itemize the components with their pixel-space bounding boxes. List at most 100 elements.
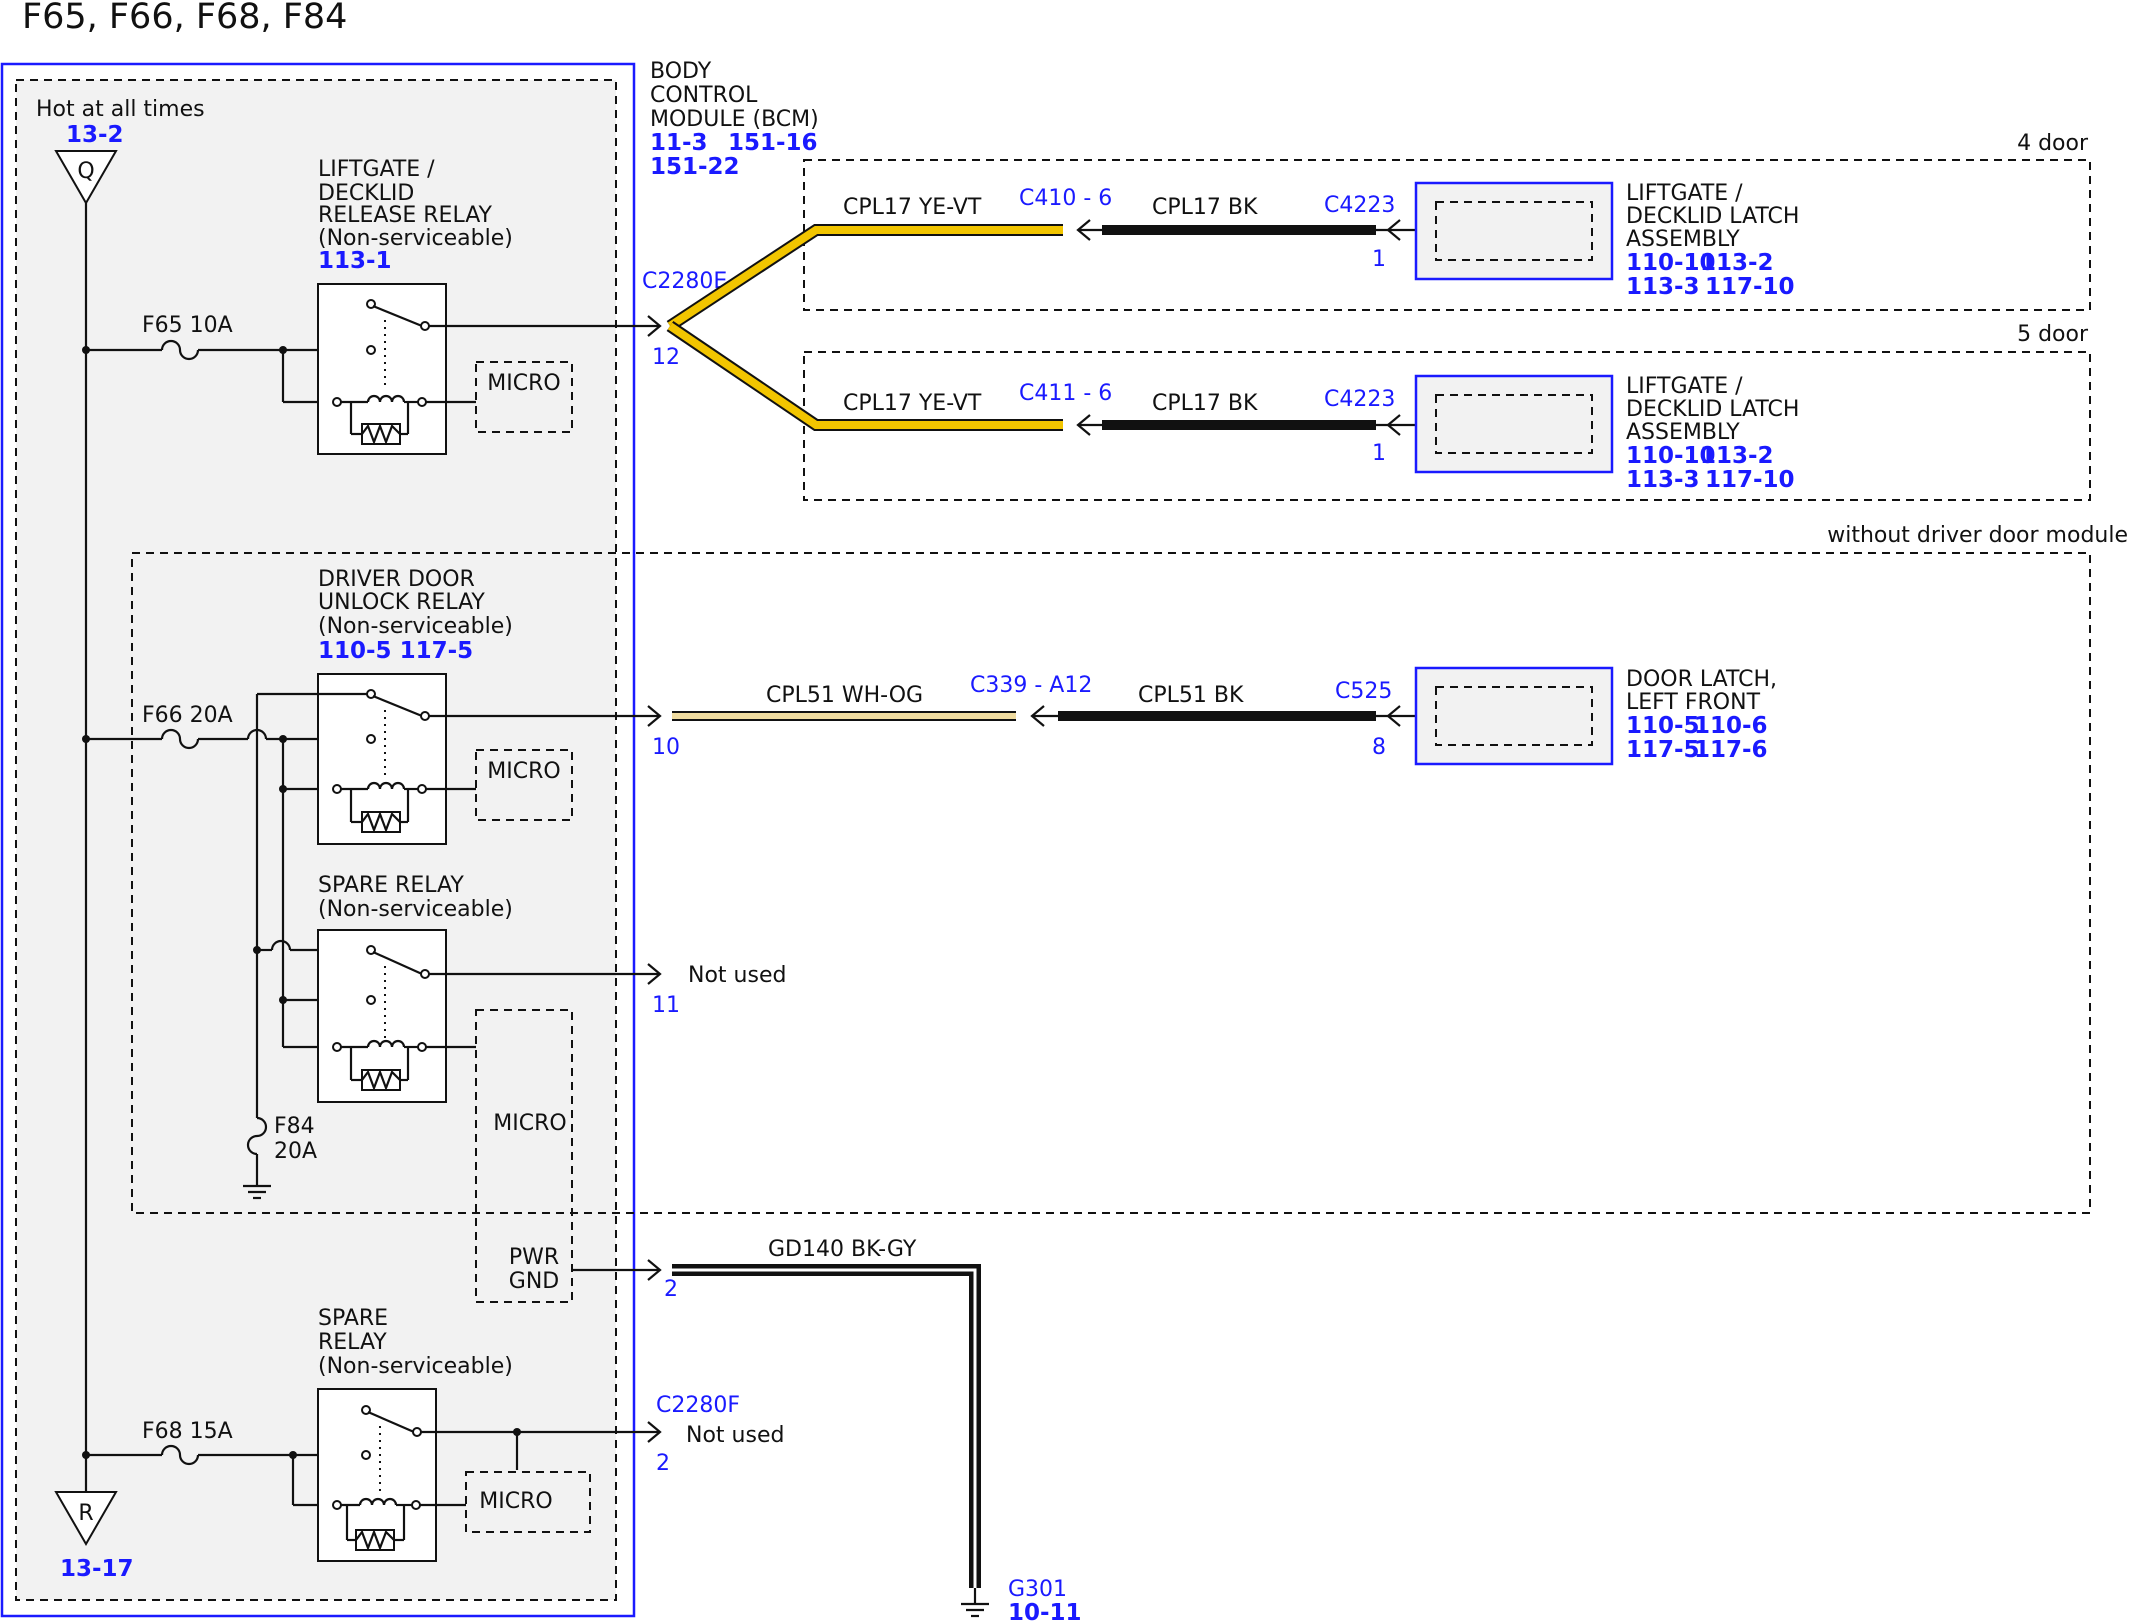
five-door-region: [803, 351, 2091, 501]
bcm-name-line-1: BODY: [650, 59, 712, 84]
f84-ground-icon: [243, 1184, 271, 1200]
latch2-line-1: LIFTGATE /: [1626, 374, 1743, 399]
row1-conn-end: C4223: [1324, 193, 1395, 218]
hot-at-all-times-label: Hot at all times: [36, 97, 205, 122]
hot-ref-13-2[interactable]: 13-2: [66, 122, 124, 148]
spare1-relay-line-1: SPARE RELAY: [318, 873, 464, 898]
micro-label-1: MICRO: [487, 371, 560, 396]
door-latch-ref-110-6[interactable]: 110-6: [1694, 713, 1768, 739]
c2280f-pin-2-connector: [647, 1421, 662, 1443]
bcm-ref-11-3[interactable]: 11-3: [650, 130, 708, 156]
g301-ground-icon: [961, 1602, 989, 1618]
latch1-ref-113-2[interactable]: 113-2: [1700, 250, 1774, 276]
door-latch-line-2: LEFT FRONT: [1626, 690, 1761, 715]
fuse-f84-symbol: [246, 1116, 268, 1156]
liftgate-relay-line-3: RELEASE RELAY: [318, 203, 493, 228]
liftgate-relay-line-2: DECKLID: [318, 181, 414, 206]
spare2-relay-line-3: (Non-serviceable): [318, 1354, 513, 1379]
row3-wire2-label: CPL51 BK: [1138, 683, 1244, 708]
c2280e-pin-11: 11: [652, 993, 680, 1018]
row3-conn-end: C525: [1335, 679, 1392, 704]
row2-wire2-label: CPL17 BK: [1152, 391, 1258, 416]
latch2-ref-113-2[interactable]: 113-2: [1700, 443, 1774, 469]
driver-relay-line-2: UNLOCK RELAY: [318, 590, 485, 615]
not-used-1: Not used: [688, 963, 786, 988]
spare1-relay-line-2: (Non-serviceable): [318, 897, 513, 922]
micro-label-4: MICRO: [479, 1489, 552, 1514]
fuse-f65-label: F65 10A: [142, 313, 233, 338]
micro-box-1: [475, 361, 573, 433]
c2280e-pin-12-connector: [647, 315, 662, 337]
row1-pin-end: 1: [1372, 247, 1386, 272]
latch2-line-2: DECKLID LATCH: [1626, 397, 1799, 422]
five-door-label: 5 door: [2017, 322, 2089, 347]
spare-relay-2-symbol: [317, 1388, 437, 1562]
spare2-relay-line-1: SPARE: [318, 1306, 388, 1331]
fuse-f68-label: F68 15A: [142, 1419, 233, 1444]
fuse-f84-rating: 20A: [274, 1139, 317, 1164]
door-latch-ref-117-6[interactable]: 117-6: [1694, 737, 1768, 763]
bcm-ref-151-22[interactable]: 151-22: [650, 154, 740, 180]
c2280e-pin-10: 10: [652, 735, 680, 760]
door-latch-box: [1414, 666, 1614, 766]
pwr-gnd-line-1: PWR: [509, 1245, 559, 1270]
c2280e-pin-11-connector: [647, 963, 662, 985]
latch1-line-1: LIFTGATE /: [1626, 181, 1743, 206]
micro-box-3: [475, 1009, 573, 1303]
power-source-q-letter: Q: [77, 159, 94, 184]
latch-assembly-1-box: [1414, 181, 1614, 281]
latch2-ref-110-10[interactable]: 110-10: [1626, 443, 1716, 469]
door-latch-line-1: DOOR LATCH,: [1626, 667, 1777, 692]
latch1-line-3: ASSEMBLY: [1626, 227, 1740, 252]
latch1-ref-117-10[interactable]: 117-10: [1705, 274, 1795, 300]
ground-ref-10-11[interactable]: 10-11: [1008, 1600, 1082, 1623]
spare2-relay-line-2: RELAY: [318, 1330, 387, 1355]
door-latch-ref-117-5[interactable]: 117-5: [1626, 737, 1700, 763]
c2280e-pin-2-connector: [647, 1259, 662, 1281]
fuse-f68-symbol: [160, 1444, 200, 1466]
micro-box-4: [465, 1471, 591, 1533]
wire-cpl17-ye-vt-split: [666, 224, 1063, 431]
fuse-f65-symbol: [160, 339, 200, 361]
bcm-name-line-3: MODULE (BCM): [650, 107, 819, 132]
bottom-ref-13-17[interactable]: 13-17: [60, 1556, 134, 1582]
liftgate-relay-line-4: (Non-serviceable): [318, 226, 513, 251]
wire-gd140-bk-gy: [672, 1264, 981, 1588]
driver-relay-line-3: (Non-serviceable): [318, 614, 513, 639]
row1-conn-mid: C410 - 6: [1019, 186, 1112, 211]
latch-assembly-2-box: [1414, 374, 1614, 474]
driver-relay-ref[interactable]: 110-5 117-5: [318, 638, 473, 664]
fuse-f66-label: F66 20A: [142, 703, 233, 728]
c2280e-pin-10-connector: [647, 705, 662, 727]
fuse-f66-symbol: [160, 728, 200, 750]
latch2-ref-117-10[interactable]: 117-10: [1705, 467, 1795, 493]
fuse-panel-region: [15, 79, 617, 1601]
liftgate-relay-line-1: LIFTGATE /: [318, 157, 435, 182]
latch2-ref-113-3[interactable]: 113-3: [1626, 467, 1700, 493]
latch1-line-2: DECKLID LATCH: [1626, 204, 1799, 229]
row2-conn-end: C4223: [1324, 387, 1395, 412]
latch1-ref-110-10[interactable]: 110-10: [1626, 250, 1716, 276]
without-ddm-label: without driver door module: [1827, 523, 2128, 548]
bcm-ref-151-16[interactable]: 151-16: [728, 130, 818, 156]
pwr-gnd-line-2: GND: [509, 1269, 559, 1294]
driver-door-relay-symbol: [317, 673, 447, 845]
row3-pin-end: 8: [1372, 735, 1386, 760]
four-door-region: [803, 159, 2091, 311]
row2-conn-mid: C411 - 6: [1019, 381, 1112, 406]
bcm-name-line-2: CONTROL: [650, 83, 758, 108]
power-source-q-symbol: [54, 150, 118, 206]
door-latch-ref-110-5[interactable]: 110-5: [1626, 713, 1700, 739]
micro-box-2: [475, 749, 573, 821]
row1-wire2-label: CPL17 BK: [1152, 195, 1258, 220]
row2-wire1-label: CPL17 YE-VT: [843, 391, 982, 416]
diagram-title: F65, F66, F68, F84: [22, 0, 347, 37]
liftgate-relay-ref[interactable]: 113-1: [318, 248, 392, 274]
c2280e-label: C2280E: [642, 269, 727, 294]
latch1-ref-113-3[interactable]: 113-3: [1626, 274, 1700, 300]
latch2-line-3: ASSEMBLY: [1626, 420, 1740, 445]
four-door-label: 4 door: [2017, 131, 2089, 156]
c2280f-label: C2280F: [656, 1393, 740, 1418]
row2-pin-end: 1: [1372, 441, 1386, 466]
